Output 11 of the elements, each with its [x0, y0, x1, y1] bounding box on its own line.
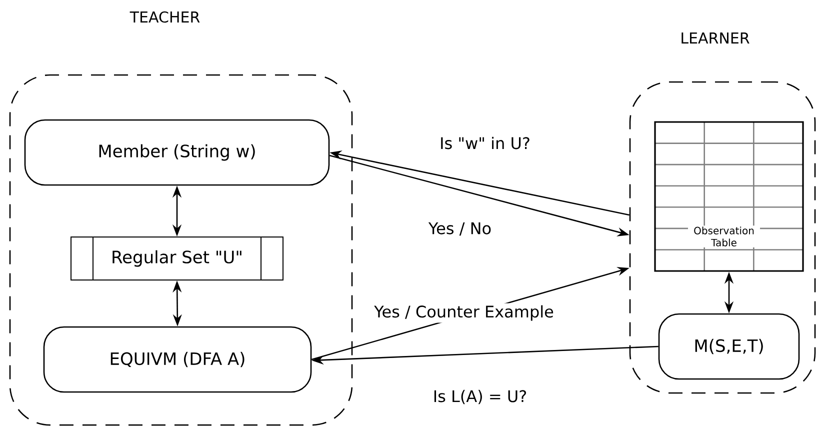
observation-table: Observation Table	[654, 121, 804, 272]
group-heading: LEARNER	[682, 32, 750, 44]
process-box: EQUIVM (DFA A)	[43, 326, 312, 393]
edge-label: Is "w" in U?	[438, 134, 532, 152]
process-box: Member (String w)	[24, 119, 330, 186]
edge-label: Yes / Counter Example	[372, 303, 556, 323]
process-box: M(S,E,T)	[658, 313, 800, 380]
predefined-process-box: Regular Set "U"	[70, 236, 284, 280]
group-heading: TEACHER	[130, 11, 200, 23]
edge-label: Is L(A) = U?	[430, 388, 530, 406]
edge-label: Yes / No	[426, 220, 494, 238]
